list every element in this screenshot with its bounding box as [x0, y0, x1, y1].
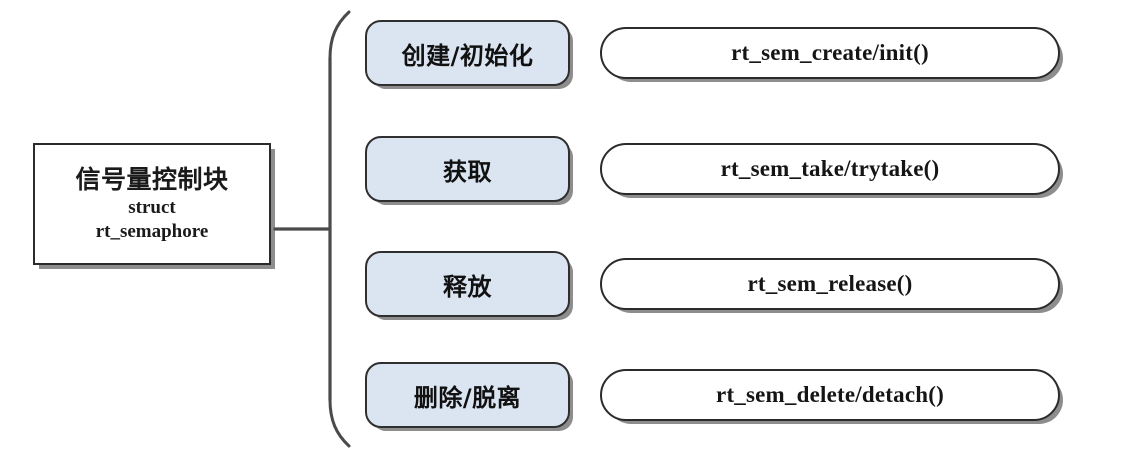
root-block-struct-name: rt_semaphore	[95, 220, 209, 242]
root-block-semaphore-control-block: 信号量控制块 struct rt_semaphore	[33, 143, 271, 265]
action-label: 释放	[443, 272, 492, 301]
action-label: 删除/脱离	[413, 383, 522, 412]
api-label: rt_sem_take/trytake()	[720, 156, 940, 181]
action-label: 创建/初始化	[401, 41, 534, 70]
action-box-create-init[interactable]: 创建/初始化	[365, 20, 570, 86]
api-capsule-delete-detach[interactable]: rt_sem_delete/detach()	[600, 369, 1060, 421]
api-capsule-create-init[interactable]: rt_sem_create/init()	[600, 27, 1060, 79]
action-box-take[interactable]: 获取	[365, 136, 570, 202]
api-capsule-release[interactable]: rt_sem_release()	[600, 258, 1060, 310]
api-label: rt_sem_release()	[747, 271, 913, 296]
root-block-title: 信号量控制块	[75, 164, 229, 194]
action-box-delete-detach[interactable]: 删除/脱离	[365, 362, 570, 428]
action-box-release[interactable]: 释放	[365, 251, 570, 317]
api-label: rt_sem_delete/detach()	[716, 382, 944, 407]
api-capsule-take-trytake[interactable]: rt_sem_take/trytake()	[600, 143, 1060, 195]
curly-brace-icon	[273, 10, 351, 448]
root-block-struct-keyword: struct	[128, 197, 176, 219]
action-label: 获取	[443, 157, 492, 186]
api-label: rt_sem_create/init()	[731, 40, 929, 65]
